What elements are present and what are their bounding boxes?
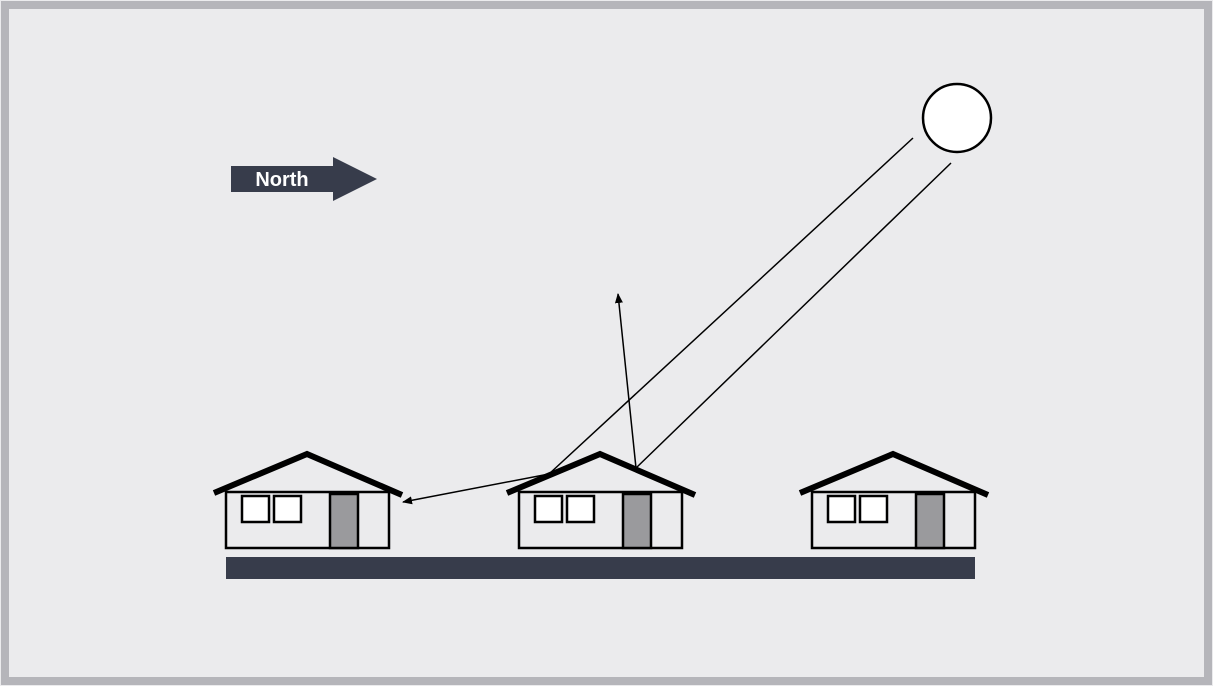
sun-icon [923,84,991,152]
house-window [860,496,887,522]
house-door [916,494,944,548]
ground-strip [226,557,975,579]
house-window [828,496,855,522]
house-window [274,496,301,522]
house-window [535,496,562,522]
diagram-frame [5,5,1208,681]
house-door [330,494,358,548]
north-label: North [255,169,308,191]
house-window [242,496,269,522]
house-window [567,496,594,522]
house-door [623,494,651,548]
